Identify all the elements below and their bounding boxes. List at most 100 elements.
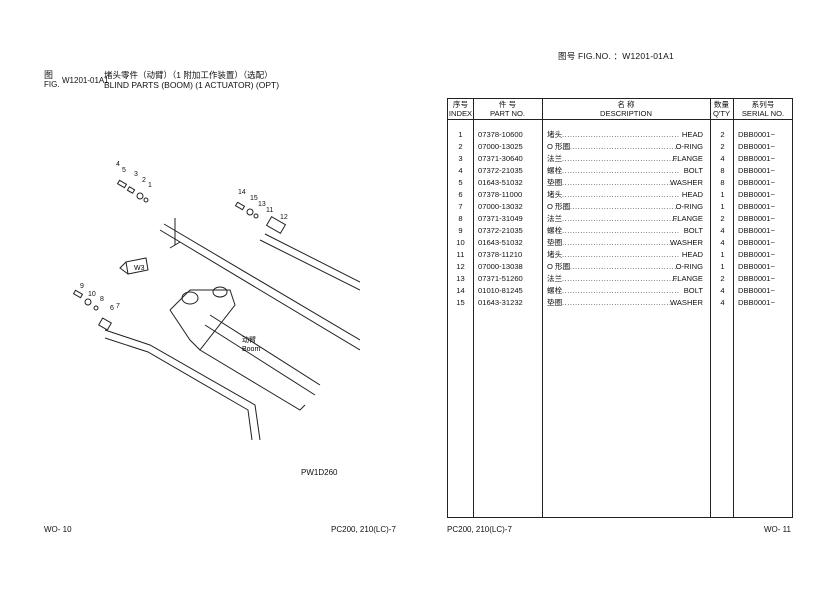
callout-11: 11 xyxy=(266,207,273,214)
cell-leader-dots: ........................................… xyxy=(562,250,679,259)
callout-4: 4 xyxy=(116,161,120,168)
cell-desc-en: HEAD xyxy=(681,130,703,139)
cell-index: 3 xyxy=(458,154,463,163)
fig-label-en: FIG. xyxy=(44,80,60,89)
cell-part-no: 01643-31232 xyxy=(478,298,523,307)
cell-index: 8 xyxy=(458,214,463,223)
footer-right-model: PC200, 210(LC)-7 xyxy=(447,525,512,534)
drawing-code: PW1D260 xyxy=(301,468,338,477)
title-en: BLIND PARTS (BOOM) (1 ACTUATOR) (OPT) xyxy=(104,80,280,90)
cell-part-no: 07378-10600 xyxy=(478,130,523,139)
cell-part-no: 07000-13032 xyxy=(478,202,523,211)
cell-desc-cn: 螺栓 xyxy=(547,286,563,295)
cell-desc-en: FLANGE xyxy=(672,214,703,223)
boom-label-en: Boom xyxy=(242,346,260,353)
table-row: 2 07000-13025 O 形圈........................… xyxy=(448,141,792,153)
cell-desc-cn: O 形圈 xyxy=(547,142,571,151)
cell-desc-en: HEAD xyxy=(681,190,703,199)
cell-part-no: 07372-21035 xyxy=(478,226,523,235)
cell-desc-en: BOLT xyxy=(683,226,703,235)
arrow-tag-text: W3 xyxy=(134,265,145,272)
cell-qty: 4 xyxy=(720,154,725,163)
cell-desc-en: O-RING xyxy=(675,142,703,151)
cell-leader-dots: ........................................… xyxy=(562,262,679,271)
cell-index: 13 xyxy=(456,274,465,283)
cell-part-no: 07371-30640 xyxy=(478,154,523,163)
cell-leader-dots: ........................................… xyxy=(562,142,679,151)
cell-qty: 1 xyxy=(720,202,725,211)
cell-leader-dots: ........................................… xyxy=(562,130,679,139)
page-title: 堵头零件（动臂）（1 附加工作装置）（选配） BLIND PARTS (BOOM… xyxy=(104,70,279,90)
header-description: 名 称 DESCRIPTION xyxy=(600,100,652,118)
cell-desc-cn: 法兰 xyxy=(547,154,563,163)
cell-part-no: 07000-13038 xyxy=(478,262,523,271)
cell-index: 6 xyxy=(458,190,463,199)
cell-desc-cn: 堵头 xyxy=(547,130,563,139)
callout-15: 15 xyxy=(250,195,258,202)
cell-qty: 2 xyxy=(720,214,725,223)
cell-leader-dots: ........................................… xyxy=(562,166,679,175)
cell-part-no: 01643-51032 xyxy=(478,238,523,247)
parts-diagram: W3 4 5 3 2 1 14 15 13 11 12 9 10 8 6 7 动… xyxy=(72,161,360,441)
callout-14: 14 xyxy=(238,189,246,196)
cell-desc-cn: 法兰 xyxy=(547,274,563,283)
callout-5: 5 xyxy=(122,167,126,174)
cell-qty: 4 xyxy=(720,226,725,235)
cell-leader-dots: ........................................… xyxy=(562,298,679,307)
cell-index: 10 xyxy=(456,238,465,247)
cell-serial: DBB0001~ xyxy=(738,178,775,187)
footer-left-page-number: WO- 10 xyxy=(44,525,72,534)
callout-13: 13 xyxy=(258,201,266,208)
cell-serial: DBB0001~ xyxy=(738,274,775,283)
cell-part-no: 07371-51260 xyxy=(478,274,523,283)
cell-serial: DBB0001~ xyxy=(738,154,775,163)
callout-10: 10 xyxy=(88,291,96,298)
header-part-no: 件 号 PART NO. xyxy=(489,100,526,118)
parts-table: 序号 INDEX 件 号 PART NO. 名 称 DESCRIPTION 数量… xyxy=(447,98,793,518)
callout-8: 8 xyxy=(100,296,104,303)
cell-qty: 8 xyxy=(720,178,725,187)
pipe-line-c xyxy=(259,239,360,291)
cell-index: 7 xyxy=(458,202,463,211)
cell-part-no: 07000-13025 xyxy=(478,142,523,151)
cell-serial: DBB0001~ xyxy=(738,202,775,211)
cell-index: 1 xyxy=(458,130,463,139)
cell-desc-en: WASHER xyxy=(669,298,703,307)
cell-index: 4 xyxy=(458,166,463,175)
footer-left-model: PC200, 210(LC)-7 xyxy=(331,525,396,534)
lower-pipe-b xyxy=(104,337,253,441)
cell-desc-en: BOLT xyxy=(683,166,703,175)
cell-desc-en: BOLT xyxy=(683,286,703,295)
cell-part-no: 07372-21035 xyxy=(478,166,523,175)
cell-qty: 4 xyxy=(720,238,725,247)
cell-index: 2 xyxy=(458,142,463,151)
cell-serial: DBB0001~ xyxy=(738,214,775,223)
cell-leader-dots: ........................................… xyxy=(562,178,679,187)
fig-no: 图号 FIG.NO. ：W1201-01A1 xyxy=(558,51,674,61)
cell-desc-cn: 堵头 xyxy=(547,250,563,259)
cell-leader-dots: ........................................… xyxy=(562,214,679,223)
cell-qty: 1 xyxy=(720,262,725,271)
cell-part-no: 07378-11000 xyxy=(478,190,523,199)
cell-desc-cn: 垫圈 xyxy=(547,178,563,187)
cell-index: 12 xyxy=(456,262,465,271)
cell-qty: 2 xyxy=(720,130,725,139)
arrow-tag-box xyxy=(125,257,149,275)
cell-part-no: 01010-81245 xyxy=(478,286,523,295)
cell-desc-cn: 堵头 xyxy=(547,190,563,199)
cell-desc-cn: O 形圈 xyxy=(547,262,571,271)
cell-leader-dots: ........................................… xyxy=(562,286,679,295)
cell-desc-en: FLANGE xyxy=(672,154,703,163)
fig-label-cn: 图 xyxy=(44,70,54,80)
cell-serial: DBB0001~ xyxy=(738,142,775,151)
header-serial: 系列号 SERIAL NO. xyxy=(741,100,785,118)
cell-index: 9 xyxy=(458,226,463,235)
cell-index: 5 xyxy=(458,178,463,187)
cell-serial: DBB0001~ xyxy=(738,262,775,271)
